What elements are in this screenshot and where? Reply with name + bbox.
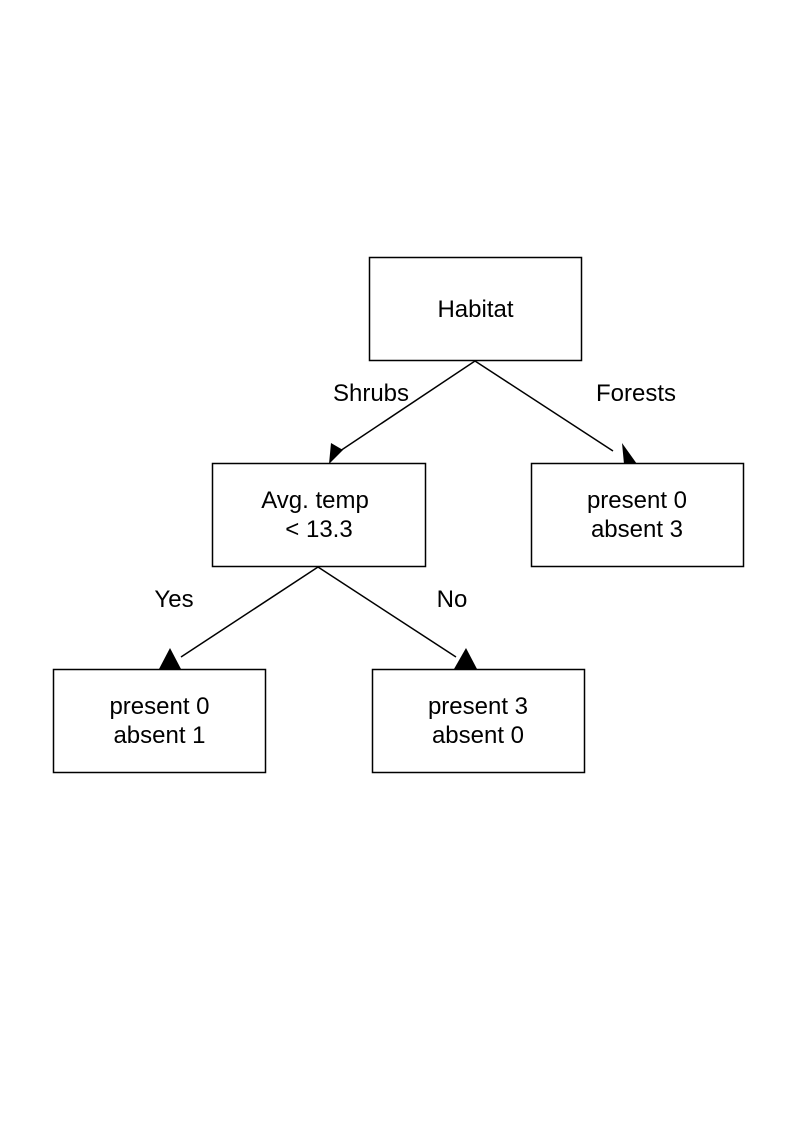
node-label-line-1: Avg. temp <box>261 487 369 514</box>
node-habitat: Habitat <box>368 256 583 362</box>
node-yes-leaf: present 0 absent 1 <box>52 668 267 774</box>
edge-line <box>474 360 614 452</box>
node-box <box>371 668 586 774</box>
arrow-head <box>329 443 343 464</box>
node-label-line-1: present 3 <box>428 693 528 720</box>
node-box <box>530 462 745 568</box>
edge-label-forests: Forests <box>596 380 676 407</box>
edge-label-shrubs: Shrubs <box>333 380 409 407</box>
node-label-line-2: absent 3 <box>591 516 683 543</box>
node-box <box>52 668 267 774</box>
node-label-line-2: absent 1 <box>113 722 205 749</box>
edge-no <box>317 566 477 669</box>
edge-label-yes: Yes <box>154 586 193 613</box>
arrow-head <box>622 443 637 464</box>
arrow-head <box>454 648 477 669</box>
edge-label-no: No <box>437 586 468 613</box>
node-label: Habitat <box>437 296 513 323</box>
node-forests-leaf: present 0 absent 3 <box>530 462 745 568</box>
arrow-head <box>159 648 181 669</box>
edge-line <box>339 360 476 452</box>
edge-line <box>317 566 457 658</box>
edge-line <box>180 566 319 658</box>
edge-forests <box>474 360 637 464</box>
node-avg-temp: Avg. temp < 13.3 <box>211 462 427 568</box>
edge-shrubs <box>329 360 476 464</box>
node-no-leaf: present 3 absent 0 <box>371 668 586 774</box>
node-label-line-1: present 0 <box>587 487 687 514</box>
node-label-line-1: present 0 <box>109 693 209 720</box>
edge-yes <box>159 566 319 669</box>
node-label-line-2: absent 0 <box>432 722 524 749</box>
node-box <box>211 462 427 568</box>
node-box <box>368 256 583 362</box>
node-label-line-2: < 13.3 <box>285 516 352 543</box>
